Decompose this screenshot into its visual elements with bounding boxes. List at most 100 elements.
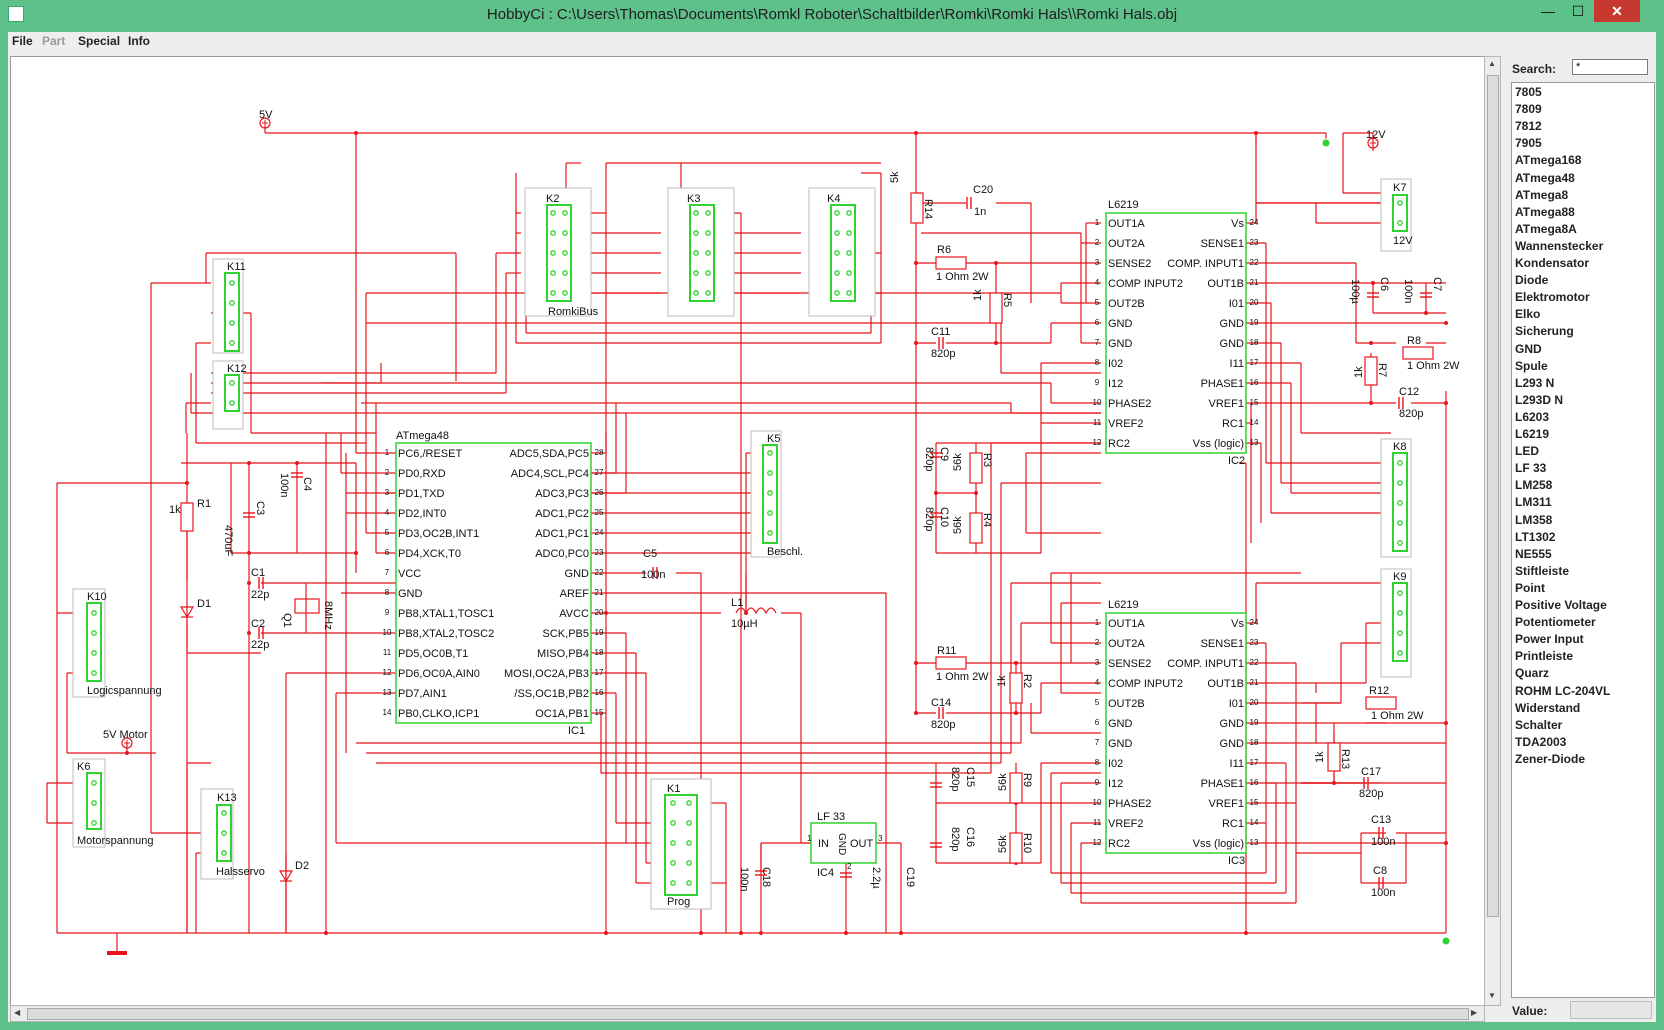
resistor-r5	[989, 292, 1003, 324]
parts-list-item[interactable]: Diode	[1515, 273, 1549, 288]
c13-name: C13	[1371, 814, 1391, 826]
parts-list-item[interactable]: Point	[1515, 580, 1545, 595]
parts-list-item[interactable]: L293D N	[1515, 392, 1564, 407]
ic1-pin-label: PB0,CLKO,ICP1	[398, 708, 479, 720]
vertical-scrollbar[interactable]: ▲ ▼	[1484, 56, 1501, 1006]
parts-list-item[interactable]: ATmega88	[1515, 204, 1575, 219]
connector-pin	[562, 270, 568, 276]
c2-name: C2	[251, 618, 265, 630]
ic4-pin3: 3	[878, 834, 883, 843]
label-5v: 5V	[259, 109, 273, 121]
scroll-left-icon[interactable]: ◀	[14, 1008, 21, 1017]
connector-pin	[91, 610, 97, 616]
parts-list-item[interactable]: Quarz	[1515, 666, 1550, 681]
horizontal-scrollbar[interactable]: ◀ ▶	[10, 1005, 1485, 1022]
schematic-canvas[interactable]: 5V 12V 5V Motor K2 K3 K4 RomkiBus K11 K1…	[10, 56, 1485, 1006]
parts-list-item[interactable]: Elko	[1515, 307, 1541, 322]
parts-list-item[interactable]: Zener-Diode	[1515, 751, 1586, 766]
parts-list-item[interactable]: 7809	[1515, 102, 1542, 117]
r9-name: R9	[1021, 773, 1033, 787]
parts-list-item[interactable]: LT1302	[1515, 529, 1556, 544]
parts-list-item[interactable]: ATmega8	[1515, 187, 1569, 202]
parts-list-item[interactable]: ATmega168	[1515, 153, 1582, 168]
parts-list-item[interactable]: LM258	[1515, 478, 1553, 493]
menu-special[interactable]: Special	[78, 34, 121, 48]
parts-list-item[interactable]: Elektromotor	[1515, 290, 1590, 305]
parts-list-item[interactable]: Printleiste	[1515, 649, 1574, 664]
parts-list-item[interactable]: LM358	[1515, 512, 1553, 527]
parts-list-item[interactable]: Widerstand	[1515, 700, 1581, 715]
parts-list-item[interactable]: TDA2003	[1515, 734, 1567, 749]
minimize-button[interactable]: —	[1541, 3, 1555, 19]
l6219-pin-number: 22	[1250, 258, 1259, 267]
l6219-pin-number: 4	[1095, 678, 1100, 687]
c18-value: 100n	[738, 867, 750, 891]
parts-list-item[interactable]: L6203	[1515, 409, 1550, 424]
parts-list-item[interactable]: Wannenstecker	[1515, 238, 1604, 253]
parts-list-item[interactable]: Kondensator	[1515, 256, 1590, 270]
c9-name: C9	[938, 447, 950, 461]
label-prog: Prog	[667, 896, 690, 908]
search-input[interactable]	[1572, 59, 1648, 75]
maximize-button[interactable]: ☐	[1571, 3, 1585, 19]
scroll-up-icon[interactable]: ▲	[1488, 59, 1496, 68]
l6219-pin-label: PHASE1	[1201, 778, 1244, 790]
l6219-pin-label: I01	[1229, 298, 1244, 310]
ic4-out: OUT	[850, 838, 874, 850]
parts-list-item[interactable]: NE555	[1515, 546, 1552, 561]
d2-name: D2	[295, 860, 309, 872]
parts-list-item[interactable]: LED	[1515, 444, 1539, 459]
menu-file[interactable]: File	[12, 34, 33, 48]
parts-list-item[interactable]: Positive Voltage	[1515, 598, 1607, 612]
parts-list-item[interactable]: L6219	[1515, 427, 1550, 441]
l6219-pin-label: SENSE1	[1201, 238, 1244, 250]
ic1-pin-number: 14	[383, 708, 392, 717]
parts-list-item[interactable]: 7805	[1515, 85, 1542, 99]
vertical-scroll-thumb[interactable]	[1487, 75, 1499, 917]
parts-list-item[interactable]: Stiftleiste	[1515, 563, 1570, 578]
ic1-pin-number: 5	[385, 528, 390, 537]
schematic-drawing[interactable]: 5V 12V 5V Motor K2 K3 K4 RomkiBus K11 K1…	[11, 57, 1484, 1005]
parts-list-item[interactable]: ATmega8A	[1515, 221, 1577, 236]
l6219-pin-label: I11	[1230, 358, 1244, 370]
l6219-pin-number: 5	[1095, 298, 1100, 307]
scroll-down-icon[interactable]: ▼	[1488, 991, 1496, 1000]
c10-value: 820p	[923, 507, 935, 531]
connector-pin	[686, 860, 692, 866]
c2-value: 22p	[251, 639, 269, 651]
menu-info[interactable]: Info	[128, 34, 150, 48]
l6219-pin-label: Vss (logic)	[1193, 438, 1244, 450]
close-button[interactable]: ✕	[1594, 0, 1640, 22]
parts-list-item[interactable]: ROHM LC-204VL	[1515, 683, 1611, 698]
l6219-pin-number: 2	[1095, 238, 1100, 247]
parts-list-item[interactable]: LF 33	[1515, 461, 1547, 476]
ic1-pin-label: PD5,OC0B,T1	[398, 648, 468, 660]
connector-pin	[693, 230, 699, 236]
scroll-right-icon[interactable]: ▶	[1471, 1008, 1478, 1017]
inductor-coil	[735, 607, 777, 615]
ic1-pin-number: 9	[385, 608, 390, 617]
parts-list-item[interactable]: ATmega48	[1515, 170, 1575, 185]
c10-name: C10	[938, 507, 950, 527]
parts-list-item[interactable]: GND	[1515, 341, 1542, 356]
c16-name: C16	[964, 827, 976, 847]
parts-list-item[interactable]: Potentiometer	[1515, 615, 1596, 630]
connector-pin	[1397, 520, 1403, 526]
parts-list-item[interactable]: Power Input	[1515, 632, 1584, 647]
parts-list-item[interactable]: LM311	[1515, 495, 1552, 510]
l6219-pin-number: 22	[1250, 658, 1259, 667]
parts-list-item[interactable]: L293 N	[1515, 375, 1555, 390]
label-motorspannung: Motorspannung	[77, 835, 153, 847]
menu-part[interactable]: Part	[42, 34, 66, 48]
parts-list-item[interactable]: 7905	[1515, 136, 1542, 151]
parts-list-item[interactable]: Schalter	[1515, 717, 1563, 732]
parts-list-item[interactable]: Spule	[1515, 358, 1548, 373]
ic1-pin-number: 25	[595, 508, 604, 517]
parts-list-item[interactable]: Sicherung	[1515, 324, 1574, 339]
connector-pin	[705, 250, 711, 256]
ic4-pin1: 1	[807, 834, 812, 843]
parts-list-item[interactable]: 7812	[1515, 119, 1542, 134]
value-field[interactable]	[1570, 1001, 1652, 1019]
horizontal-scroll-thumb[interactable]	[27, 1008, 1469, 1020]
